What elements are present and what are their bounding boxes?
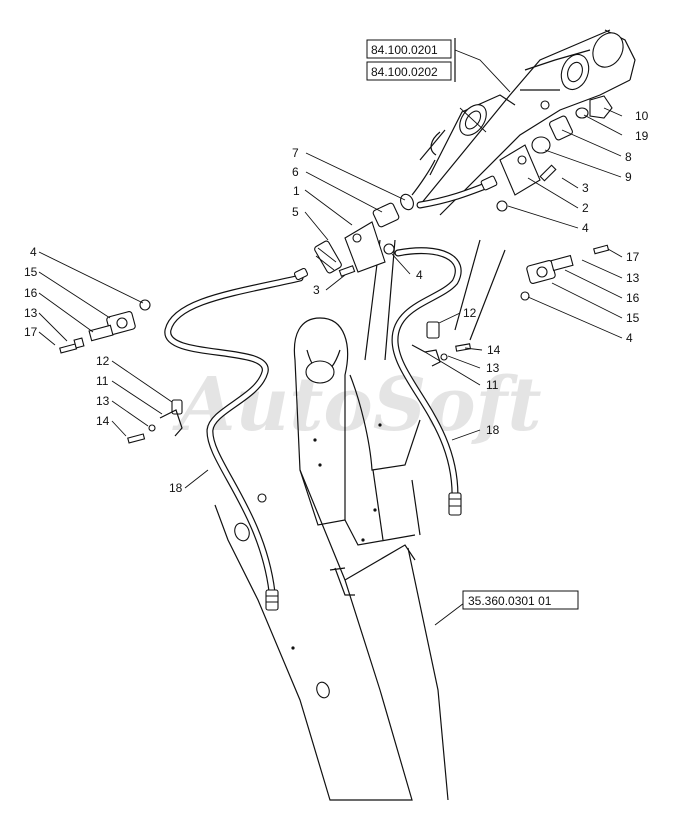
fitting-right: [411, 321, 472, 367]
clamp-kit-right: [520, 244, 610, 301]
callout-10[interactable]: 10: [635, 109, 649, 123]
hose-18-left: [164, 274, 304, 611]
callout-13-right[interactable]: 13: [486, 361, 500, 375]
ref-box-35-360-0301[interactable]: [462, 590, 579, 610]
connector-assembly-right: [480, 95, 613, 212]
callout-4-right-upper[interactable]: 4: [582, 221, 589, 235]
callout-11-left[interactable]: 11: [96, 374, 109, 388]
callout-5[interactable]: 5: [292, 205, 299, 219]
callout-4-center[interactable]: 4: [416, 268, 423, 282]
connector-assembly-left: [293, 193, 414, 281]
ref-box-84-100-0201[interactable]: [366, 39, 452, 59]
hose-18-right: [391, 247, 462, 516]
ref-label-84-100-0201: 84.100.0201: [371, 43, 438, 57]
callout-8[interactable]: 8: [625, 150, 632, 164]
callout-14-left[interactable]: 14: [96, 414, 110, 428]
callout-19[interactable]: 19: [635, 129, 649, 143]
callout-4-right-lower[interactable]: 4: [626, 331, 633, 345]
boom-body: [214, 239, 506, 801]
ref-box-84-100-0202[interactable]: [366, 61, 452, 81]
callout-15-left[interactable]: 15: [24, 265, 38, 279]
callout-1[interactable]: 1: [293, 184, 300, 198]
leader-lines: [38, 49, 623, 626]
arm-reference-boxes: 84.100.0201 84.100.0202: [366, 38, 456, 82]
hose-upper: [416, 181, 492, 209]
callout-13-left[interactable]: 13: [24, 306, 38, 320]
callout-15-right[interactable]: 15: [626, 311, 640, 325]
callout-3-right[interactable]: 3: [582, 181, 589, 195]
ref-label-84-100-0202: 84.100.0202: [371, 65, 438, 79]
callout-13-left-lower[interactable]: 13: [96, 394, 110, 408]
ref-label-35-360-0301: 35.360.0301 01: [468, 594, 552, 608]
callout-16-left[interactable]: 16: [24, 286, 38, 300]
callout-11-right[interactable]: 11: [486, 378, 499, 392]
callout-14-right[interactable]: 14: [487, 343, 501, 357]
callout-17-right[interactable]: 17: [626, 250, 640, 264]
callout-7[interactable]: 7: [292, 146, 299, 160]
boom-reference-box: 35.360.0301 01: [462, 590, 579, 610]
callout-labels: 7 6 1 5 3 4 10 19 8 9 3 2 4 4 15 16 13 1…: [24, 109, 649, 495]
dipper-arm: [411, 29, 636, 216]
callout-13-right-lower[interactable]: 13: [626, 271, 640, 285]
callout-3-left[interactable]: 3: [313, 283, 320, 297]
callout-12-right[interactable]: 12: [463, 306, 477, 320]
callout-2[interactable]: 2: [582, 201, 589, 215]
callout-6[interactable]: 6: [292, 165, 299, 179]
callout-18-left[interactable]: 18: [169, 481, 183, 495]
callout-12-left[interactable]: 12: [96, 354, 110, 368]
callout-4-left[interactable]: 4: [30, 245, 37, 259]
fitting-left: [127, 399, 183, 444]
callout-16-right[interactable]: 16: [626, 291, 640, 305]
callout-18-right[interactable]: 18: [486, 423, 500, 437]
clamp-kit-left: [59, 299, 151, 354]
callout-17-left[interactable]: 17: [24, 325, 38, 339]
callout-9[interactable]: 9: [625, 170, 632, 184]
